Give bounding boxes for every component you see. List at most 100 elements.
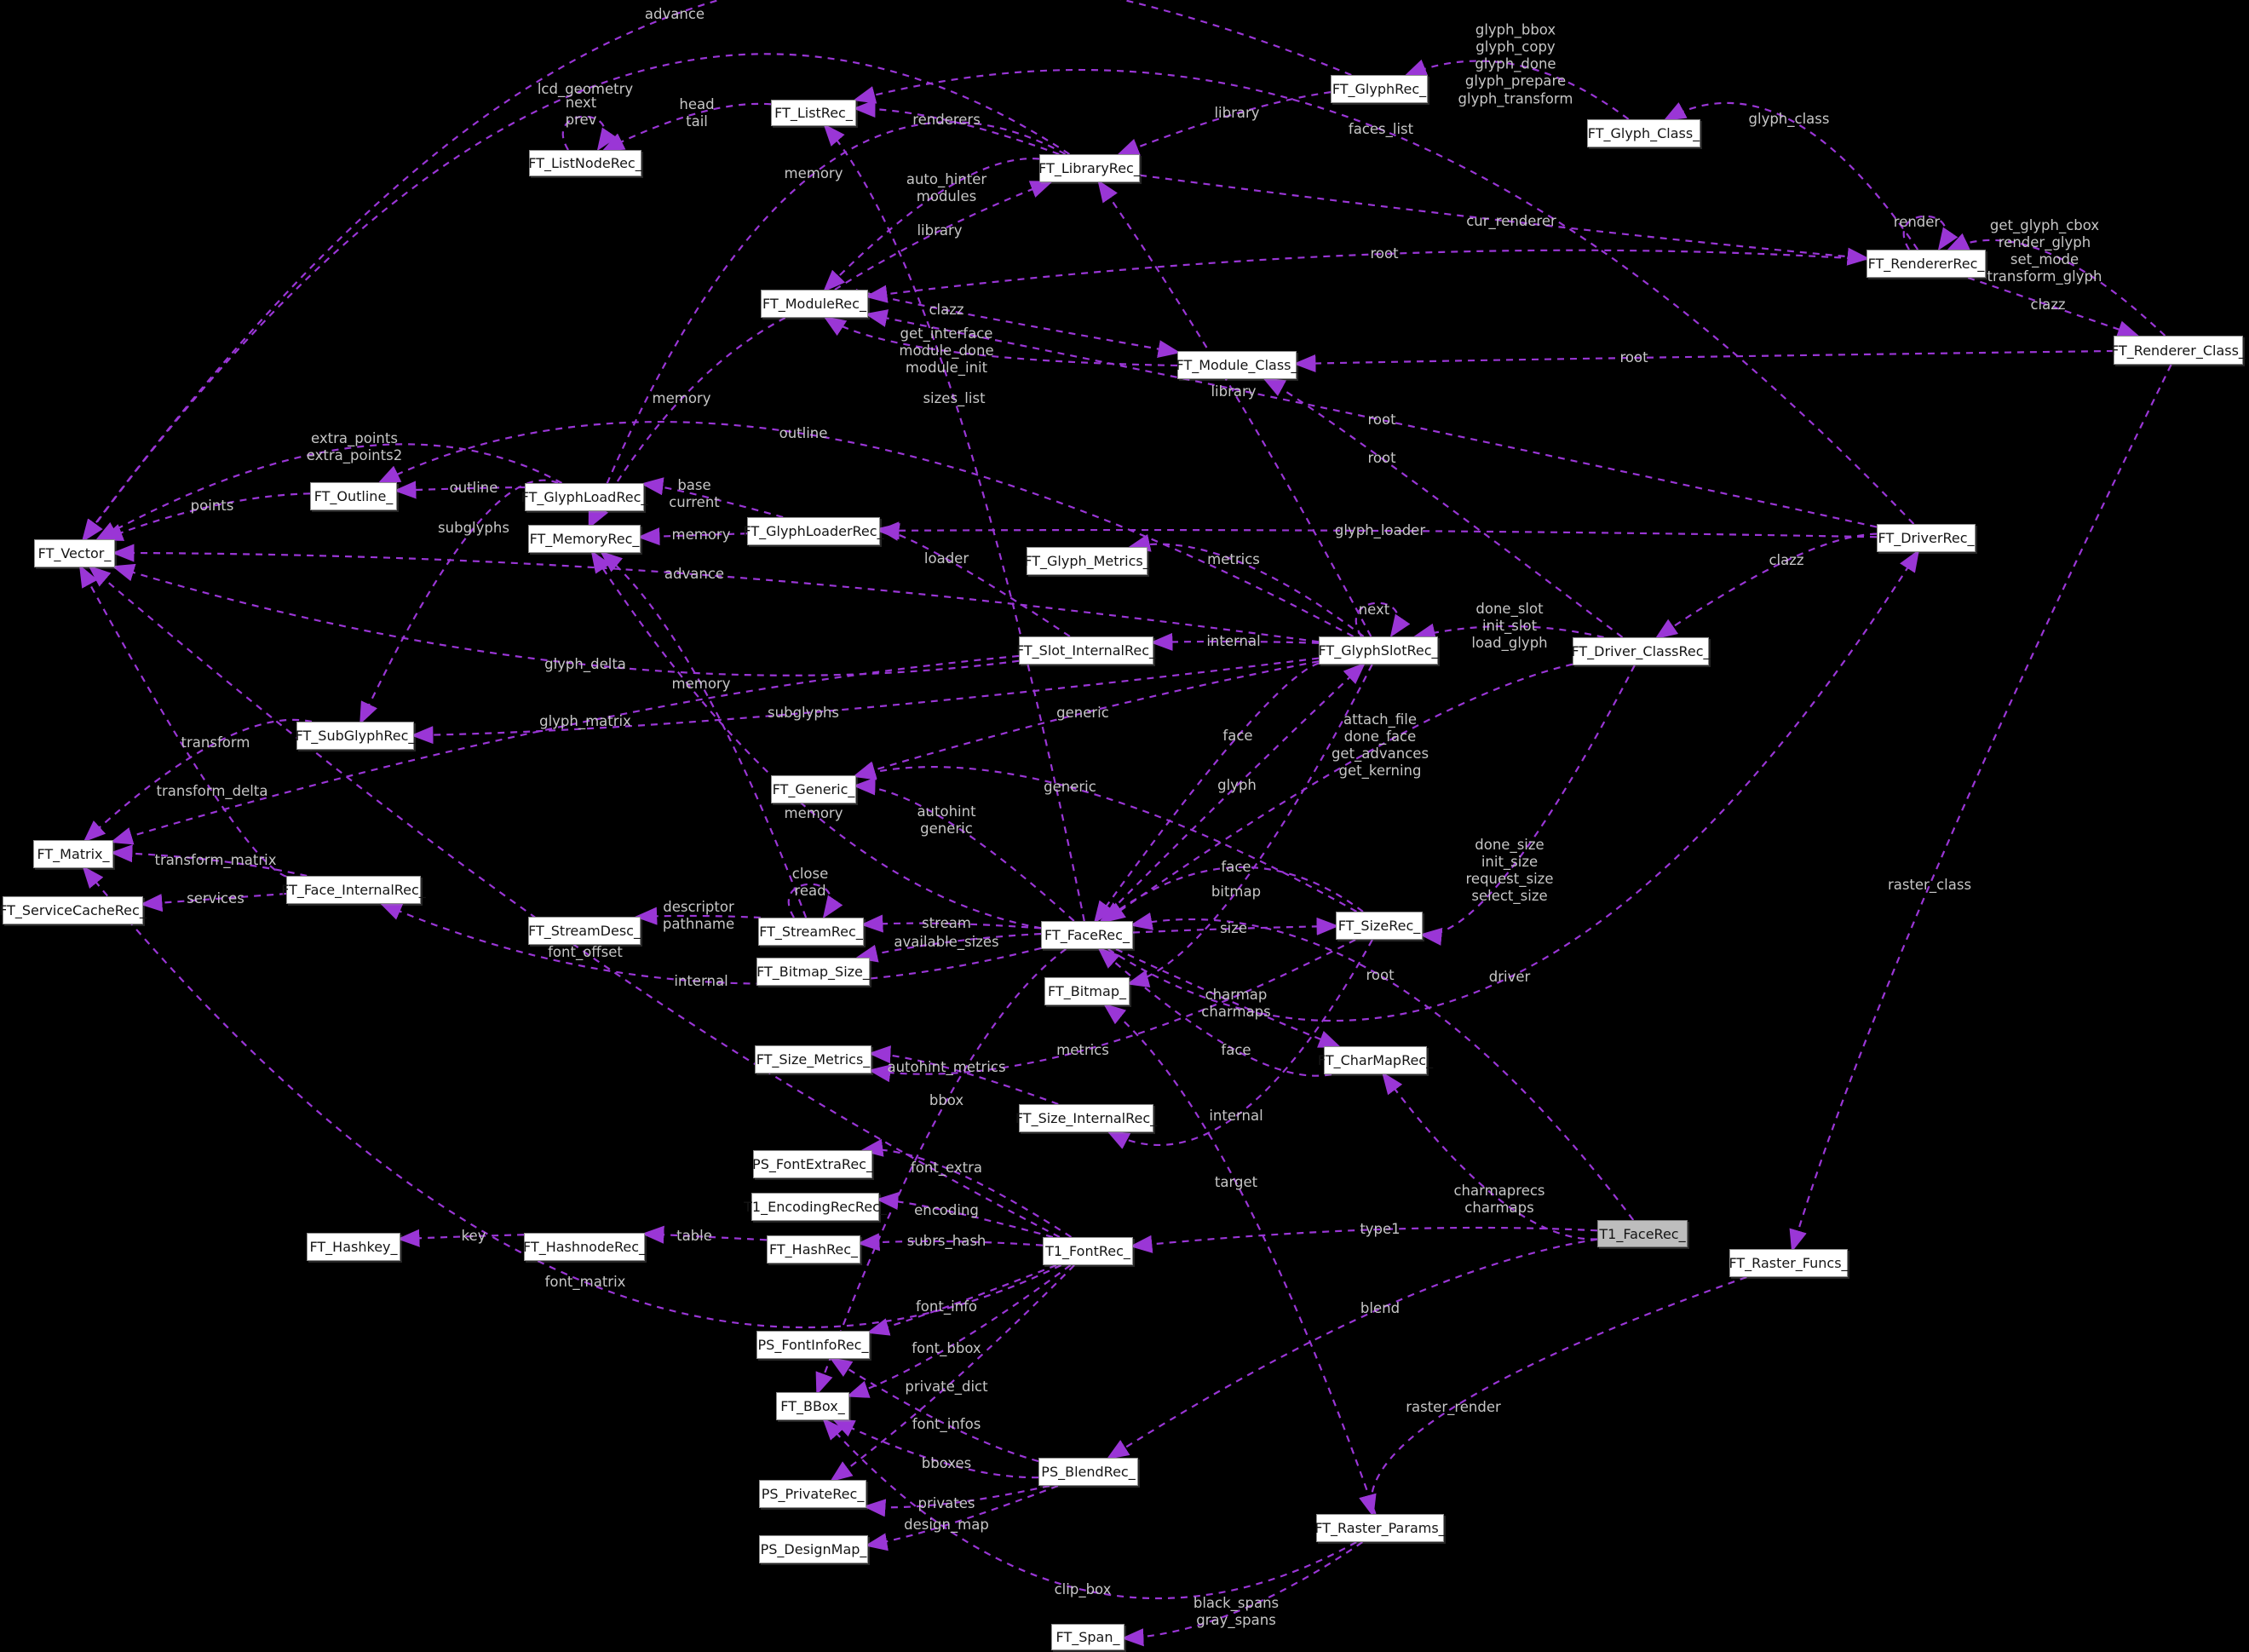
node-FT_GlyphSlotRec_[interactable]: FT_GlyphSlotRec_ <box>1319 636 1439 665</box>
node-FT_FaceRec_[interactable]: FT_FaceRec_ <box>1041 921 1133 949</box>
edge-glyphload-vector <box>95 443 563 541</box>
node-FT_ListRec_[interactable]: FT_ListRec_ <box>771 100 856 126</box>
node-FT_Generic_[interactable]: FT_Generic_ <box>771 775 856 803</box>
edge-sizeinternal-sizemetrics <box>868 1045 1059 1106</box>
node-PS_PrivateRec_[interactable]: PS_PrivateRec_ <box>759 1480 866 1508</box>
node-FT_Raster_Funcs_[interactable]: FT_Raster_Funcs_ <box>1728 1249 1849 1277</box>
node-FT_Outline_[interactable]: FT_Outline_ <box>310 482 397 510</box>
edge-face-list <box>823 124 1085 922</box>
node-FT_Bitmap_[interactable]: FT_Bitmap_ <box>1044 977 1130 1005</box>
node-FT_Slot_InternalRec_[interactable]: FT_Slot_InternalRec_ <box>1016 636 1156 665</box>
edge-face-glyphslot <box>1100 662 1366 922</box>
node-FT_Bitmap_Size_[interactable]: FT_Bitmap_Size_ <box>756 958 870 986</box>
node-FT_Glyph_Metrics_[interactable]: FT_Glyph_Metrics_ <box>1024 547 1150 575</box>
node-T1_FaceRec_[interactable]: T1_FaceRec_ <box>1597 1220 1688 1247</box>
edge-moduleclass-module <box>823 315 1178 367</box>
edge-t1face-t1font <box>1130 1226 1598 1253</box>
node-FT_Matrix_[interactable]: FT_Matrix_ <box>33 840 113 868</box>
edge-renderer-rendererclass <box>1967 276 2141 338</box>
node-FT_Module_Class_[interactable]: FT_Module_Class_ <box>1176 351 1297 379</box>
node-FT_MemoryRec_[interactable]: FT_MemoryRec_ <box>528 525 641 553</box>
edge-charmap-face <box>1097 947 1332 1077</box>
edge-t1face-blend <box>1106 1238 1598 1460</box>
node-T1_FontRec_[interactable]: T1_FontRec_ <box>1043 1237 1133 1265</box>
edge-outline-vector <box>100 492 311 541</box>
edge-blend-private <box>863 1484 1050 1517</box>
edge-driver-driverclass <box>1654 532 1878 640</box>
node-FT_HashnodeRec_[interactable]: FT_HashnodeRec_ <box>523 1233 646 1261</box>
node-FT_StreamRec_[interactable]: FT_StreamRec_ <box>758 918 864 946</box>
edge-t1font-hashrec <box>857 1233 1044 1252</box>
node-FT_SizeRec_[interactable]: FT_SizeRec_ <box>1336 912 1423 940</box>
node-FT_GlyphLoadRec_[interactable]: FT_GlyphLoadRec_ <box>521 483 647 511</box>
node-FT_Size_Metrics_[interactable]: FT_Size_Metrics_ <box>755 1045 871 1074</box>
node-FT_Size_InternalRec_[interactable]: FT_Size_InternalRec_ <box>1015 1104 1157 1132</box>
edge-blend-designmap <box>865 1484 1059 1551</box>
edge-subglyph-matrix <box>83 718 313 843</box>
node-FT_Glyph_Class_[interactable]: FT_Glyph_Class_ <box>1587 119 1700 147</box>
edge-renderer-module <box>865 249 1867 303</box>
edge-driverclass-size <box>1419 665 1636 946</box>
node-PS_DesignMap_[interactable]: PS_DesignMap_ <box>759 1535 868 1563</box>
node-FT_StreamDesc_[interactable]: FT_StreamDesc_ <box>528 917 641 945</box>
node-PS_FontInfoRec_[interactable]: PS_FontInfoRec_ <box>756 1331 870 1359</box>
node-FT_Renderer_Class_[interactable]: FT_Renderer_Class_ <box>2111 336 2246 365</box>
node-FT_GlyphRec_[interactable]: FT_GlyphRec_ <box>1331 75 1428 103</box>
node-FT_Vector_[interactable]: FT_Vector_ <box>34 539 115 567</box>
edge-driver-list <box>853 68 1915 525</box>
edge-face-memory <box>590 550 1042 930</box>
node-FT_DriverRec_[interactable]: FT_DriverRec_ <box>1877 524 1976 552</box>
edge-face-driver <box>1107 549 1920 1022</box>
edge-t1font-vector <box>88 565 1061 1238</box>
edge-glyphload-outline <box>394 481 526 499</box>
node-FT_LibraryRec_[interactable]: FT_LibraryRec_ <box>1038 154 1141 182</box>
node-FT_Raster_Params_[interactable]: FT_Raster_Params_ <box>1314 1514 1446 1542</box>
edge-driverclass-glyphslot <box>1412 623 1604 642</box>
edge-face-generic <box>853 777 1075 922</box>
edge-size-sizemetrics <box>868 939 1356 1083</box>
node-FT_ModuleRec_[interactable]: FT_ModuleRec_ <box>761 290 868 318</box>
edge-t1face-charmap <box>1381 1071 1598 1240</box>
edge-library-memory <box>588 121 1067 528</box>
edge-t1font-fontinfo <box>866 1263 1057 1336</box>
edge-slotinternal-glyphloader <box>877 523 1071 637</box>
node-FT_HashRec_[interactable]: FT_HashRec_ <box>767 1235 860 1263</box>
edge-glyphloader-glyphload <box>641 477 784 519</box>
edge-glyphslot-glyphslot <box>1355 602 1411 638</box>
node-PS_FontExtraRec_[interactable]: PS_FontExtraRec_ <box>752 1150 873 1178</box>
node-FT_CharMapRec_[interactable]: FT_CharMapRec_ <box>1318 1046 1433 1074</box>
edge-face-bitmapsize <box>854 932 1042 963</box>
node-FT_GlyphLoaderRec_[interactable]: FT_GlyphLoaderRec_ <box>743 517 884 545</box>
edge-glyphslot-vector <box>112 544 1320 643</box>
edge-t1font-fontextra <box>860 1138 1073 1238</box>
edge-glyphslot-slotinternal <box>1150 632 1320 651</box>
node-FT_BBox_[interactable]: FT_BBox_ <box>776 1392 849 1420</box>
edge-glyphslot-outline <box>377 421 1355 637</box>
edge-hashnode-hashkey <box>397 1229 525 1247</box>
edge-face-size <box>1132 917 1339 935</box>
edge-driverclass-face <box>1102 663 1573 924</box>
edge-module-library <box>834 181 1054 291</box>
node-FT_Face_InternalRec_[interactable]: FT_Face_InternalRec_ <box>281 876 426 904</box>
edge-glyphload-subglyph <box>359 479 559 725</box>
edge-stream-stream <box>787 883 843 919</box>
node-FT_Hashkey_[interactable]: FT_Hashkey_ <box>307 1233 400 1261</box>
edge-stream-streamdesc <box>634 907 761 925</box>
node-FT_RendererRec_[interactable]: FT_RendererRec_ <box>1866 250 1986 278</box>
edge-faceinternal-vector <box>78 564 287 878</box>
node-FT_ListNodeRec_[interactable]: FT_ListNodeRec_ <box>528 150 642 176</box>
edge-t1font-matrix <box>82 865 1061 1328</box>
edge-stream-memory <box>600 550 808 918</box>
node-FT_SubGlyphRec_[interactable]: FT_SubGlyphRec_ <box>296 722 415 750</box>
node-FT_Driver_ClassRec_[interactable]: FT_Driver_ClassRec_ <box>1571 637 1711 665</box>
edge-library-module <box>823 158 1040 292</box>
node-PS_BlendRec_[interactable]: PS_BlendRec_ <box>1038 1458 1138 1486</box>
node-FT_ServiceCacheRec_[interactable]: FT_ServiceCacheRec_ <box>0 896 147 924</box>
edge-t1font-bbox <box>846 1264 1072 1398</box>
node-T1_EncodingRecRec_[interactable]: T1_EncodingRecRec_ <box>744 1193 887 1221</box>
edge-glyphslot-generic <box>853 660 1320 779</box>
edge-glyphrec-library <box>1116 91 1332 156</box>
edge-t1font-private <box>829 1264 1075 1482</box>
node-FT_Span_[interactable]: FT_Span_ <box>1051 1624 1124 1650</box>
